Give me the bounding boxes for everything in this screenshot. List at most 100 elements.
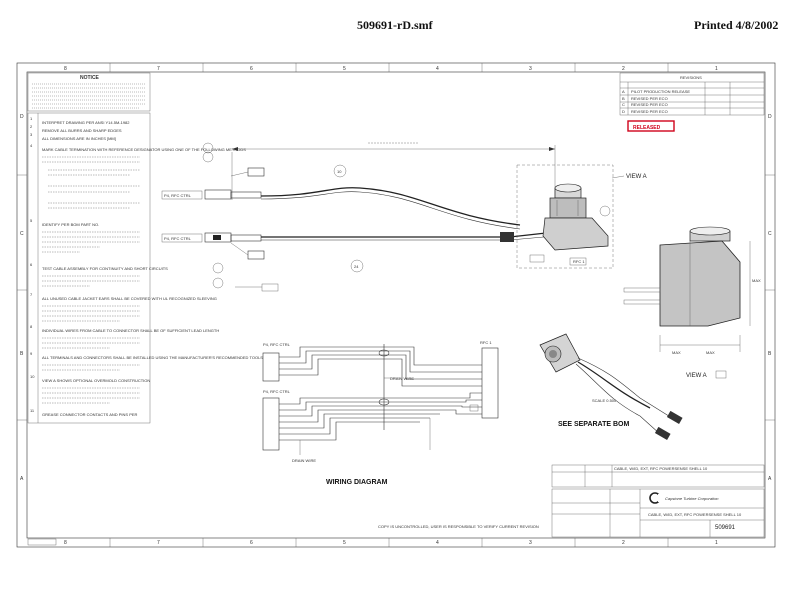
svg-text:A: A [768,476,772,482]
svg-text:C: C [20,231,24,237]
bottom-zone-labels: 8 7 6 5 4 3 2 1 [64,540,718,546]
wd-drain-wire-label: DRAIN WIRE [390,376,414,381]
zone-label: 2 [622,66,625,72]
file-title: 509691-rD.smf [357,18,433,32]
upper-connector [204,189,232,200]
isometric-view: SCALE 0.500 SEE SEPARATE BOM [539,333,683,440]
zone-label: 7 [157,540,160,546]
note-line: INDIVIDUAL WIRES FROM CABLE TO CONNECTOR… [42,328,219,333]
scale-label: SCALE 0.500 [592,398,617,403]
revisions-block: REVISIONS A PILOT PRODUCTION RELEASE B R… [619,72,765,116]
released-stamp: RELEASED [627,120,675,132]
svg-text:4: 4 [30,143,33,148]
zone-label: 8 [64,540,67,546]
svg-text:7: 7 [30,292,33,297]
revision-desc: PILOT PRODUCTION RELEASE [631,89,690,94]
rfc-connector-body [542,183,609,251]
zone-label: 6 [250,66,253,72]
svg-text:D: D [622,109,625,114]
svg-text:8: 8 [30,324,33,329]
zone-label: 3 [529,66,532,72]
svg-text:MAX: MAX [706,350,715,355]
p4-rfc-ctrl-lower-label: P4, RFC CTRL [164,236,192,241]
svg-text:11: 11 [30,408,35,413]
p4-rfc-ctrl-label: P4, RFC CTRL [164,193,192,198]
note-line: TEST CABLE ASSEMBLY FOR CONTINUITY AND S… [42,266,168,271]
note-line: VIEW A SHOWS OPTIONAL OVERMOLD CONSTRUCT… [42,378,150,383]
revision-desc: REVISED PER ECO [631,96,668,101]
wd-rfc-connector [481,347,499,419]
title-block: CABLE, W/ID, EXT, RFC POWERSENSE SHELL 1… [27,464,765,546]
svg-text:MAX: MAX [752,278,761,283]
sheet-outer-border [16,62,776,548]
svg-text:6: 6 [30,262,33,267]
svg-text:B: B [622,96,625,101]
zone-label: 1 [715,66,718,72]
view-a-detail-label: VIEW A [686,373,707,379]
rfc-connector-label: RFC 1 [573,259,585,264]
title-desc: CABLE, W/ID, EXT, RFC POWERSENSE SHELL 1… [648,512,742,517]
wd-drain-wire-label-2: DRAIN WIRE [292,458,316,463]
svg-text:2: 2 [30,124,33,129]
cable-assembly: P4, RFC CTRL P4, RFC CTRL 10 24 [161,138,647,292]
view-a-callout: VIEW A [626,174,647,180]
see-bom-label: SEE SEPARATE BOM [558,421,629,428]
sheet-inner-border [26,71,766,539]
svg-text:10: 10 [30,374,35,379]
svg-text:3: 3 [30,132,33,137]
svg-text:10: 10 [337,169,342,174]
view-a-detail: MAX MAX MAX VIEW A [623,226,761,379]
revision-desc: REVISED PER ECO [631,109,668,114]
wiring-diagram: P4, RFC CTRL P4, RFC CTRL RFC 1 DRAIN WI… [262,340,499,486]
wd-p4-lower-label: P4, RFC CTRL [263,389,291,394]
top-zone-labels: 8 7 6 5 4 3 2 1 [64,66,718,72]
zone-label: 5 [343,540,346,546]
wd-rfc-label: RFC 1 [480,340,492,345]
note-line: ALL DIMENSIONS ARE IN INCHES [MM] [42,136,116,141]
svg-text:1: 1 [30,116,33,121]
zone-label: 3 [529,540,532,546]
note-line: MARK CABLE TERMINATION WITH REFERENCE DE… [42,147,246,152]
svg-text:5: 5 [30,218,33,223]
svg-text:A: A [622,89,625,94]
zone-label: 1 [715,540,718,546]
zone-label: 4 [436,66,439,72]
note-line: REMOVE ALL BURRS AND SHARP EDGES [42,128,122,133]
company-name: Capstone Turbine Corporation [665,496,719,501]
wd-p4-upper-label: P4, RFC CTRL [263,342,291,347]
revisions-title: REVISIONS [680,75,702,80]
note-line: GREASE CONNECTOR CONTACTS AND PINS PER [42,412,138,417]
zone-label: 5 [343,66,346,72]
zone-label: 6 [250,540,253,546]
zone-label: 2 [622,540,625,546]
part-number: 509691 [715,525,736,531]
wiring-diagram-title: WIRING DIAGRAM [326,479,388,486]
svg-text:9: 9 [30,351,33,356]
svg-text:MAX: MAX [672,350,681,355]
view-a-callout-box [516,164,614,269]
title-desc-top: CABLE, W/ID, EXT, RFC POWERSENSE SHELL 1… [614,466,708,471]
zone-label: 4 [436,540,439,546]
revision-desc: REVISED PER ECO [631,102,668,107]
svg-text:C: C [622,102,625,107]
print-date: Printed 4/8/2002 [694,18,779,32]
svg-text:B: B [768,351,772,357]
svg-text:RELEASED: RELEASED [633,125,661,131]
svg-text:A: A [20,476,24,482]
notice-block: NOTICE [27,72,151,112]
zone-label: 7 [157,66,160,72]
side-zone-labels: D C B A D C B A [20,114,772,482]
note-line: INTERPRET DRAWING PER ANSI Y14.5M-1982 [42,120,130,125]
note-line: ALL TERMINALS AND CONNECTORS SHALL BE IN… [42,355,263,360]
wd-lower-connector [262,397,280,451]
notice-title: NOTICE [80,75,100,81]
zone-label: 8 [64,66,67,72]
svg-text:D: D [768,114,772,120]
svg-text:C: C [768,231,772,237]
note-line: ALL UNUSED CABLE JACKET EARS SHALL BE CO… [42,296,217,301]
copy-notice: COPY IS UNCONTROLLED, USER IS RESPONSIBL… [378,524,539,529]
svg-text:24: 24 [354,264,359,269]
svg-text:B: B [20,351,24,357]
